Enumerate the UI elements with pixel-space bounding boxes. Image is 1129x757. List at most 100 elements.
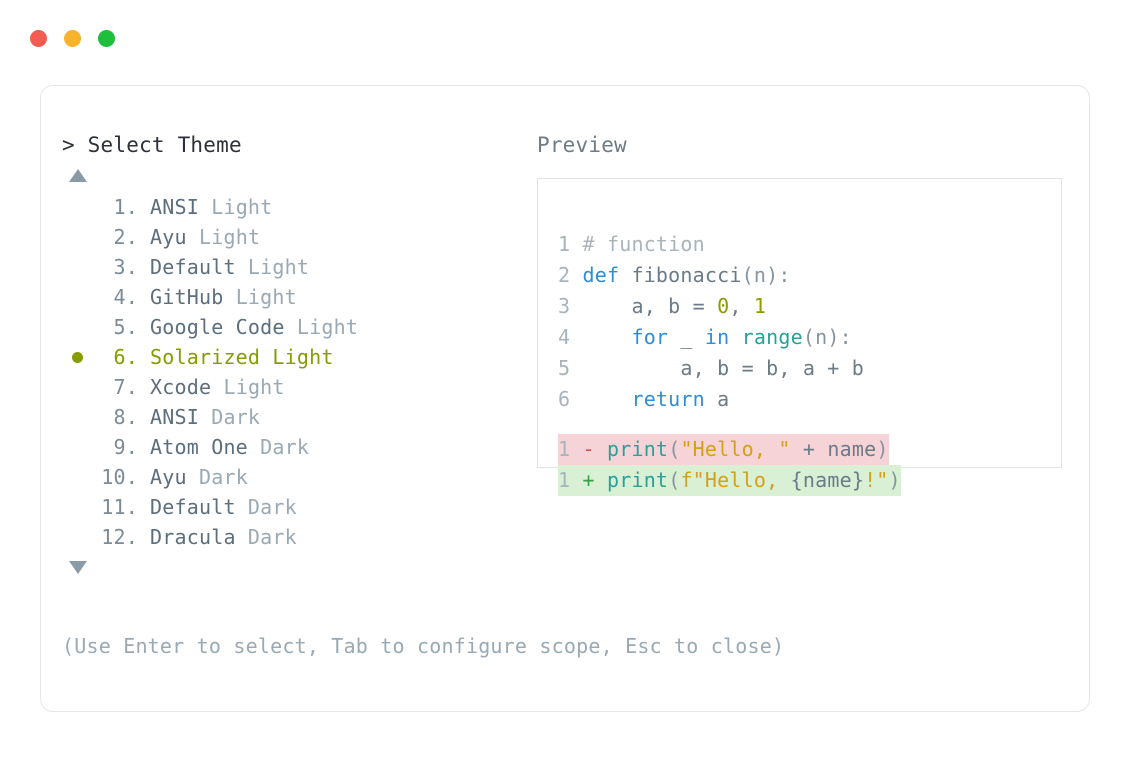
theme-item-name: Xcode Light (150, 375, 285, 399)
code-line: 6 return a (558, 384, 864, 415)
theme-item-name: Dracula Dark (150, 525, 297, 549)
code-token: def (582, 263, 632, 287)
code-token (582, 387, 631, 411)
theme-picker-card: > Select Theme 1. ANSI Light 2. Ayu Light 3.… (40, 85, 1090, 712)
line-number: 1 (558, 232, 583, 256)
theme-item-name: Default Light (150, 255, 310, 279)
code-token: (n): (802, 325, 852, 349)
code-token: , (729, 294, 754, 318)
diff-marker: - (582, 437, 607, 461)
code-token: a, b = (582, 294, 718, 318)
theme-list-item[interactable]: 6.Solarized Light (62, 342, 532, 372)
code-token: + (790, 437, 828, 461)
theme-item-variant: Light (186, 225, 261, 249)
preview-label: Preview (537, 133, 627, 157)
line-number: 1 (558, 468, 583, 492)
maximize-window-button[interactable] (98, 30, 115, 47)
theme-item-variant: Light (284, 315, 359, 339)
theme-item-number: 7. (113, 375, 138, 399)
theme-item-variant: Dark (247, 435, 310, 459)
theme-item-variant: Light (223, 285, 297, 309)
code-token: ) (876, 437, 889, 461)
theme-item-number: 6. (113, 345, 138, 369)
line-number: 3 (558, 294, 583, 318)
code-token (729, 325, 741, 349)
code-token: # function (582, 232, 705, 256)
code-token: ( (668, 468, 681, 492)
theme-list-item[interactable]: 5. Google Code Light (62, 312, 532, 342)
theme-item-number: 3. (113, 255, 138, 279)
code-token: for (631, 325, 669, 349)
theme-list-item[interactable]: 3. Default Light (62, 252, 532, 282)
theme-item-name: Ayu Light (150, 225, 261, 249)
scroll-down-arrow-icon[interactable] (69, 561, 87, 574)
code-token: 1 (753, 294, 767, 318)
close-window-button[interactable] (30, 30, 47, 47)
window-traffic-lights (30, 30, 115, 47)
minimize-window-button[interactable] (64, 30, 81, 47)
theme-item-variant: Dark (198, 405, 261, 429)
theme-list-item[interactable]: 4.GitHub Light (62, 282, 532, 312)
code-token: "Hello, " (680, 437, 791, 461)
code-token: return (631, 387, 705, 411)
diff-added-line: 1 + print(f"Hello, {name}!") (558, 465, 901, 496)
code-token: print (606, 468, 669, 492)
code-token (582, 325, 631, 349)
theme-list-item[interactable]: 9. Atom One Dark (62, 432, 532, 462)
line-number: 5 (558, 356, 583, 380)
diff-sample: 1 - print("Hello, " + name)1 + print(f"H… (558, 434, 901, 496)
theme-list-item[interactable]: 8.ANSI Dark (62, 402, 532, 432)
selected-dot-icon (71, 351, 83, 363)
line-number: 2 (558, 263, 583, 287)
theme-item-variant: Light (211, 375, 285, 399)
theme-item-number: 5. (113, 315, 138, 339)
scroll-up-arrow-icon[interactable] (69, 169, 87, 182)
code-token: a (704, 387, 730, 411)
theme-item-name: Ayu Dark (150, 465, 248, 489)
code-token: name (827, 437, 877, 461)
theme-item-name: Atom One Dark (150, 435, 310, 459)
line-number: 4 (558, 325, 583, 349)
code-line: 2 def fibonacci(n): (558, 260, 864, 291)
code-token: range (741, 325, 803, 349)
keyboard-hint: (Use Enter to select, Tab to configure s… (62, 634, 785, 658)
theme-item-number: 11. (101, 495, 138, 519)
theme-item-variant: Dark (186, 465, 248, 489)
theme-list-item[interactable]: 1. ANSI Light (62, 192, 532, 222)
code-token: print (606, 437, 669, 461)
code-token: ) (888, 468, 901, 492)
theme-list-item[interactable]: 12.Dracula Dark (62, 522, 532, 552)
code-token: !" (864, 468, 889, 492)
theme-item-variant: Dark (235, 495, 297, 519)
theme-list: 1. ANSI Light 2. Ayu Light 3. Default Light 4.… (62, 192, 532, 552)
code-token: ( (668, 437, 681, 461)
code-token: f"Hello, (680, 468, 791, 492)
code-line: 3 a, b = 0, 1 (558, 291, 864, 322)
theme-item-variant: Dark (235, 525, 297, 549)
code-token: (n): (741, 263, 791, 287)
theme-list-item[interactable]: 7. Xcode Light (62, 372, 532, 402)
theme-item-number: 2. (113, 225, 138, 249)
theme-item-number: 1. (113, 195, 138, 219)
code-line: 4 for _ in range(n): (558, 322, 864, 353)
code-token: in (704, 325, 730, 349)
code-token: {name} (790, 468, 865, 492)
code-line: 1 # function (558, 229, 864, 260)
theme-list-item[interactable]: 11. Default Dark (62, 492, 532, 522)
theme-list-item[interactable]: 10.Ayu Dark (62, 462, 532, 492)
theme-item-variant: Light (198, 195, 273, 219)
line-number: 1 (558, 437, 583, 461)
code-token: a, b = b, a + b (582, 356, 865, 380)
diff-marker: + (582, 468, 607, 492)
theme-item-variant: Light (260, 345, 334, 369)
theme-item-name: GitHub Light (150, 285, 297, 309)
theme-list-item[interactable]: 2. Ayu Light (62, 222, 532, 252)
theme-item-name: ANSI Light (150, 195, 273, 219)
select-theme-prompt: > Select Theme (62, 133, 242, 157)
theme-item-number: 9. (113, 435, 138, 459)
theme-item-name: Default Dark (150, 495, 297, 519)
theme-item-name: Google Code Light (150, 315, 359, 339)
theme-item-name: ANSI Dark (150, 405, 261, 429)
theme-item-variant: Light (235, 255, 310, 279)
code-token: _ (668, 325, 705, 349)
